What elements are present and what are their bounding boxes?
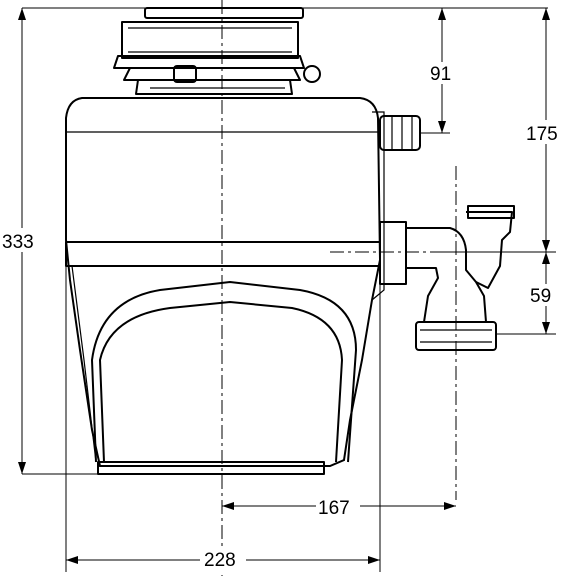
dimension-overall-height: 333 <box>2 232 34 253</box>
dimension-inlet-drop: 91 <box>430 64 451 85</box>
dishwasher-inlet <box>379 115 421 151</box>
outlet-elbow <box>379 205 515 351</box>
top-mount-assembly <box>113 7 321 95</box>
dimension-outlet-to-top: 175 <box>526 124 558 145</box>
centre-lines <box>221 0 457 576</box>
dimension-overall-width: 228 <box>204 550 236 571</box>
motor-housing <box>65 97 385 475</box>
dimension-centre-to-outlet: 167 <box>318 498 350 519</box>
dimension-outlet-drop: 59 <box>530 286 551 307</box>
